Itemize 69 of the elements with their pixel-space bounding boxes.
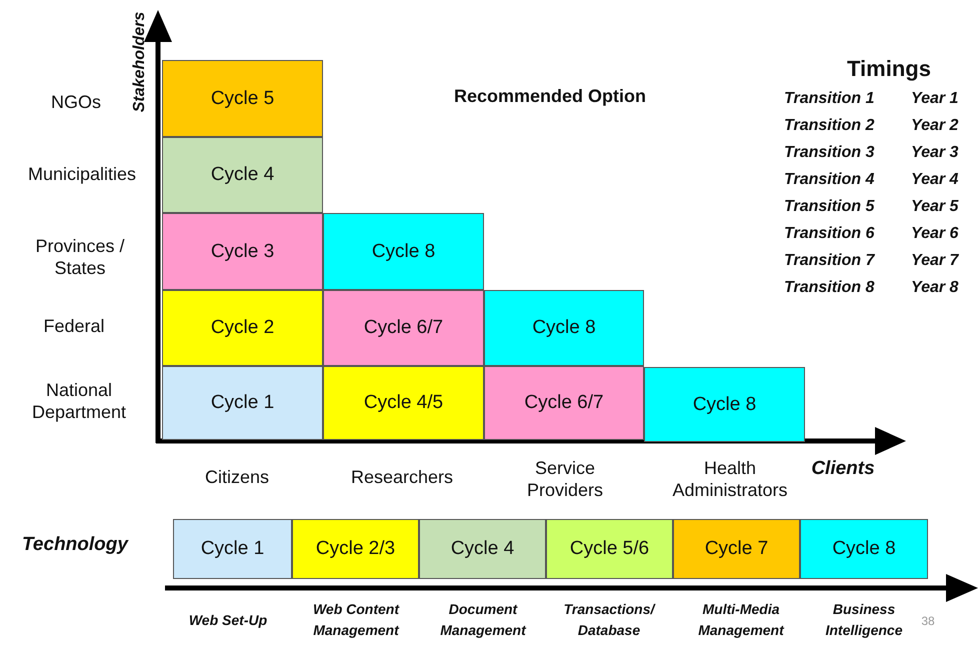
- cycle-cell: [546, 519, 673, 579]
- transition-label: Transition 1: [784, 89, 874, 109]
- cycle-cell: [162, 137, 323, 213]
- column-label: Citizens: [204, 466, 270, 488]
- technology-label: Web Set-Up: [188, 610, 268, 630]
- cycle-label: Cycle 8: [532, 317, 596, 339]
- cycle-cell: [162, 60, 323, 137]
- year-label: Year 7: [911, 251, 958, 271]
- chart-title: Recommended Option: [452, 84, 647, 107]
- transition-label: Transition 2: [784, 116, 874, 136]
- axis-title: Stakeholders: [130, 10, 149, 114]
- cycle-cell: [484, 366, 644, 440]
- cycle-label: Cycle 6/7: [364, 317, 444, 339]
- cycle-label: Cycle 7: [704, 538, 768, 560]
- transition-label: Transition 7: [784, 251, 874, 271]
- column-label: Health Administrators: [671, 456, 789, 502]
- cycle-cell: [323, 213, 484, 290]
- cycle-label: Cycle 2/3: [316, 538, 396, 560]
- cycle-label: Cycle 4: [210, 164, 274, 186]
- column-label: Researchers: [350, 466, 454, 488]
- technology-label: Web Content Management: [312, 600, 400, 640]
- cycle-cell: [644, 367, 805, 442]
- cycle-label: Cycle 4: [450, 538, 514, 560]
- cycle-cell: [162, 213, 323, 290]
- row-title: Technology: [21, 533, 130, 557]
- technology-label: Document Management: [439, 600, 528, 640]
- axis-title: Clients: [810, 457, 876, 481]
- year-label: Year 8: [911, 278, 958, 298]
- page-number: 38: [920, 614, 936, 628]
- cycle-label: Cycle 4/5: [364, 392, 444, 414]
- cycle-label: Cycle 1: [200, 538, 264, 560]
- cycle-label: Cycle 8: [692, 394, 756, 416]
- cycle-cell: [484, 290, 644, 366]
- cycle-cell: [323, 290, 484, 366]
- cycle-label: Cycle 8: [372, 240, 436, 262]
- year-label: Year 4: [911, 170, 958, 190]
- cycle-cell: [292, 519, 419, 579]
- cycle-label: Cycle 8: [832, 538, 896, 560]
- cycle-label: Cycle 2: [210, 317, 274, 339]
- table-heading: Timings: [846, 55, 932, 82]
- cycle-label: Cycle 6/7: [524, 392, 604, 414]
- row-label: Provinces / States: [34, 234, 126, 280]
- year-label: Year 2: [911, 116, 958, 136]
- transition-label: Transition 3: [784, 143, 874, 163]
- row-label: Municipalities: [26, 162, 138, 185]
- year-label: Year 3: [911, 143, 958, 163]
- technology-label: Transactions/ Database: [562, 600, 656, 640]
- cycle-label: Cycle 5: [210, 88, 274, 110]
- cycle-cell: [800, 519, 928, 579]
- cycle-cell: [419, 519, 546, 579]
- year-label: Year 6: [911, 224, 958, 244]
- cycle-cell: [323, 366, 484, 440]
- technology-label: Multi-Media Management: [697, 600, 786, 640]
- cycle-cell: [162, 366, 323, 440]
- transition-label: Transition 6: [784, 224, 874, 244]
- year-label: Year 5: [911, 197, 958, 217]
- cycle-label: Cycle 5/6: [570, 538, 650, 560]
- cycle-cell: [173, 519, 292, 579]
- cycle-cell: [673, 519, 800, 579]
- cycle-label: Cycle 1: [210, 392, 274, 414]
- column-label: Service Providers: [526, 456, 604, 502]
- row-label: Federal: [42, 314, 106, 337]
- transition-label: Transition 8: [784, 278, 874, 298]
- row-label: National Department: [30, 378, 128, 424]
- transition-label: Transition 4: [784, 170, 874, 190]
- cycle-cell: [162, 290, 323, 366]
- year-label: Year 1: [911, 89, 958, 109]
- cycle-label: Cycle 3: [210, 240, 274, 262]
- transition-label: Transition 5: [784, 197, 874, 217]
